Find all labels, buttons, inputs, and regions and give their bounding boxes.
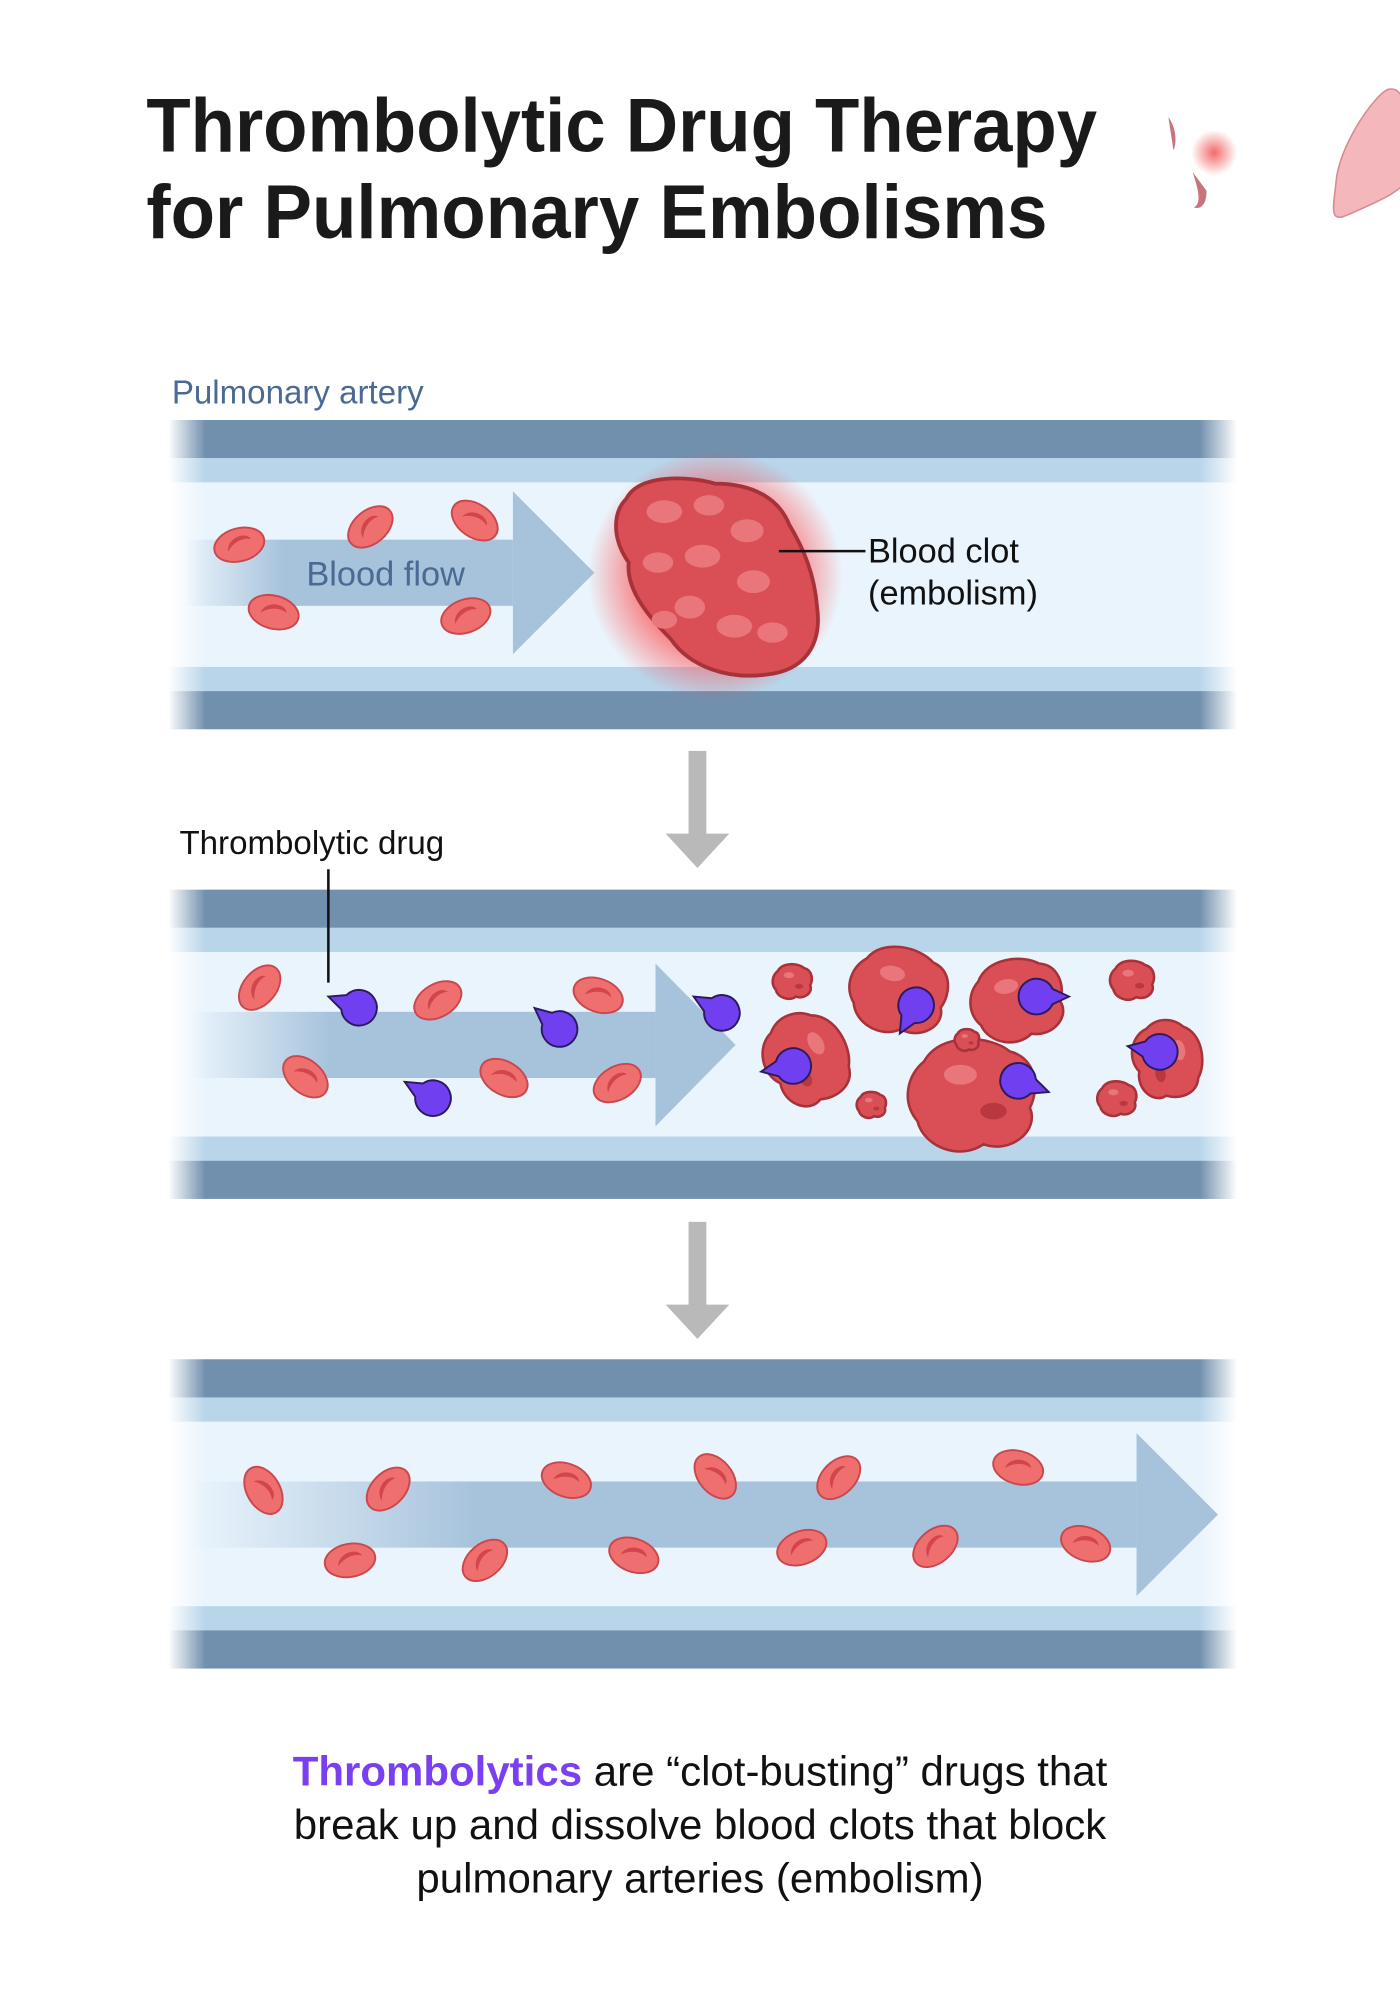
red-blood-cell xyxy=(247,593,300,631)
clot-fragment xyxy=(771,962,814,1001)
red-blood-cell xyxy=(323,1542,377,1579)
clot-lobe xyxy=(646,500,683,524)
red-blood-cell xyxy=(479,1057,529,1099)
clot-lobe xyxy=(674,595,706,619)
red-blood-cell xyxy=(592,1062,642,1104)
thrombolytic-drug-icon xyxy=(758,1047,813,1085)
caption-line-1-rest: are “clot-busting” drugs that xyxy=(582,1748,1108,1795)
red-blood-cell xyxy=(816,1455,862,1501)
thrombolytic-drug-icon xyxy=(532,1006,579,1048)
thrombolytic-drug-icon xyxy=(691,994,741,1032)
clot-fragment xyxy=(906,1037,1037,1153)
clot-fragment xyxy=(1095,1080,1138,1118)
blood-flow-arrow-3 xyxy=(190,1433,1218,1597)
thrombolytic-drug-icon xyxy=(999,1062,1051,1100)
vessel-intima-bottom xyxy=(168,1136,1238,1161)
red-blood-cell xyxy=(213,526,266,563)
vessel-intima-bottom xyxy=(168,1606,1238,1631)
title-line-2: for Pulmonary Embolisms xyxy=(146,170,1047,255)
thrombolytic-drug-icon xyxy=(1125,1033,1179,1071)
red-blood-cell xyxy=(461,1538,509,1583)
red-blood-cell xyxy=(282,1055,329,1099)
lungs-icon xyxy=(1168,88,1400,218)
vessel-intima-top xyxy=(168,1397,1238,1422)
red-blood-cell xyxy=(237,964,282,1011)
red-blood-cell xyxy=(572,976,624,1015)
clot-lobe xyxy=(684,544,721,568)
vessel-wall-bottom xyxy=(168,1160,1238,1199)
vessel-intima-top xyxy=(168,927,1238,953)
clot-lobe xyxy=(716,614,753,638)
thrombolytic-drug-icon xyxy=(326,988,378,1027)
thrombolytic-drug-icon xyxy=(1017,977,1072,1016)
red-blood-cell xyxy=(440,597,492,635)
blood-clot xyxy=(614,476,820,678)
clot-lobe xyxy=(736,570,770,594)
clot-lobe xyxy=(757,622,788,643)
caption-highlight: Thrombolytics xyxy=(293,1748,582,1795)
red-blood-cell xyxy=(776,1528,828,1567)
thrombolytic-drug-icon xyxy=(897,986,935,1036)
red-blood-cell xyxy=(912,1524,959,1569)
caption-line-3: pulmonary arteries (embolism) xyxy=(416,1855,983,1902)
clot-lobe xyxy=(642,552,674,573)
blood-clot-label: Blood clot xyxy=(868,533,1019,571)
red-blood-cell xyxy=(693,1453,737,1500)
vessel-wall-top xyxy=(168,889,1238,928)
caption-line-2: break up and dissolve blood clots that b… xyxy=(294,1801,1107,1848)
clot-lobe xyxy=(651,610,678,629)
blood-flow-label: Blood flow xyxy=(306,555,465,593)
red-blood-cell xyxy=(365,1466,411,1512)
caption-line-1: Thrombolytics are “clot-busting” drugs t… xyxy=(293,1748,1108,1795)
pulmonary-artery-label: Pulmonary artery xyxy=(172,374,424,411)
vessel-wall-top xyxy=(168,1359,1238,1398)
embolism-label: (embolism) xyxy=(868,575,1038,613)
red-blood-cell xyxy=(992,1449,1045,1486)
blood-flow-arrow-2 xyxy=(190,963,736,1127)
clot-fragment xyxy=(953,1027,981,1053)
down-arrow-1 xyxy=(665,750,730,869)
clot-fragment xyxy=(1108,959,1156,1001)
red-blood-cell xyxy=(1060,1525,1112,1563)
red-blood-cell xyxy=(608,1536,660,1575)
clot-fragment xyxy=(855,1090,888,1120)
thrombolytic-drug-icon xyxy=(402,1079,452,1117)
red-blood-cell xyxy=(347,505,394,549)
red-blood-cell xyxy=(540,1461,592,1499)
clot-lobe xyxy=(693,495,725,516)
vessel-wall-bottom xyxy=(168,1630,1238,1669)
clot-lobe xyxy=(730,519,764,543)
red-blood-cell xyxy=(413,980,463,1021)
down-arrow-2 xyxy=(665,1221,730,1339)
blood-flow-arrow-1 xyxy=(184,491,595,655)
red-blood-cell xyxy=(243,1465,284,1515)
red-blood-cell xyxy=(450,499,499,542)
title-line-1: Thrombolytic Drug Therapy xyxy=(146,83,1097,168)
thrombolytic-drug-label: Thrombolytic drug xyxy=(179,825,444,862)
